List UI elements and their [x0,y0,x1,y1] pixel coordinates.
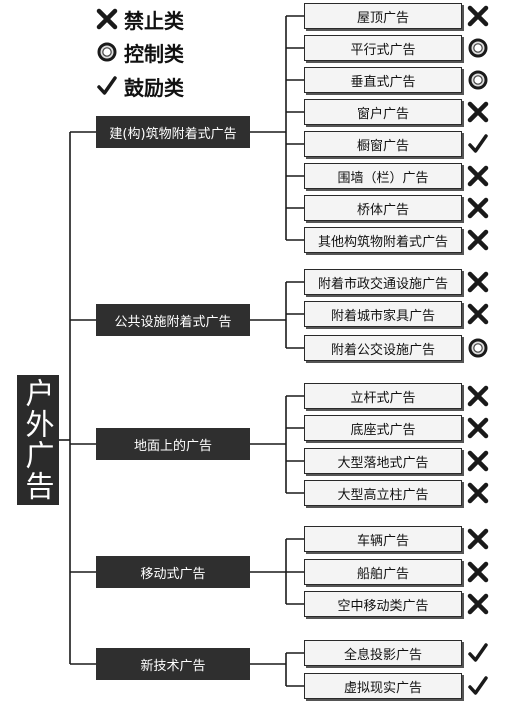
controlled-icon-wrap [92,41,122,63]
forbidden-icon [467,101,489,123]
leaf-node: 平行式广告 [304,35,462,61]
legend-label: 禁止类 [124,8,184,33]
forbidden-icon [467,450,489,472]
legend-item: 禁止类 [92,5,184,33]
status-indicator [466,416,490,440]
legend-item: 鼓励类 [92,72,184,100]
status-indicator [466,527,490,551]
forbidden-icon [467,593,489,615]
leaf-node: 其他构筑物附着式广告 [304,227,462,253]
encouraged-icon [468,134,488,153]
encouraged-icon [97,76,117,95]
leaf-node: 附着城市家具广告 [304,301,462,327]
forbidden-icon [467,165,489,187]
forbidden-icon [467,561,489,583]
forbidden-icon [467,303,489,325]
legend-label: 鼓励类 [124,75,184,100]
status-indicator [466,302,490,326]
status-indicator [466,196,490,220]
status-indicator [466,270,490,294]
leaf-node: 窗户广告 [304,99,462,125]
forbidden-icon-wrap [92,8,122,30]
category-node: 移动式广告 [96,556,250,588]
forbidden-icon [467,482,489,504]
status-indicator [466,228,490,252]
leaf-node: 屋顶广告 [304,3,462,29]
leaf-node: 大型落地式广告 [304,448,462,474]
leaf-node: 立杆式广告 [304,383,462,409]
status-indicator [466,164,490,188]
encouraged-icon-wrap [92,75,122,97]
leaf-node: 桥体广告 [304,195,462,221]
controlled-icon [468,38,488,58]
status-indicator [466,560,490,584]
controlled-icon [468,338,488,358]
status-indicator [466,336,490,360]
root-node: 户外广告 [17,375,59,505]
category-node: 公共设施附着式广告 [96,304,250,336]
legend-item: 控制类 [92,38,184,66]
status-indicator [466,481,490,505]
leaf-node: 底座式广告 [304,415,462,441]
status-indicator [466,100,490,124]
encouraged-icon [468,643,488,662]
leaf-node: 附着公交设施广告 [304,335,462,361]
leaf-node: 围墙（栏）广告 [304,163,462,189]
leaf-node: 全息投影广告 [304,640,462,666]
status-indicator [466,674,490,698]
status-indicator [466,36,490,60]
status-indicator [466,641,490,665]
category-node: 新技术广告 [96,648,250,680]
forbidden-icon [467,197,489,219]
legend-label: 控制类 [124,41,184,66]
leaf-node: 空中移动类广告 [304,591,462,617]
leaf-node: 橱窗广告 [304,131,462,157]
status-indicator [466,68,490,92]
category-node: 建(构)筑物附着式广告 [96,116,250,148]
forbidden-icon [467,229,489,251]
leaf-node: 船舶广告 [304,559,462,585]
forbidden-icon [467,5,489,27]
category-node: 地面上的广告 [96,428,250,460]
controlled-icon [468,70,488,90]
controlled-icon [97,42,117,62]
leaf-node: 附着市政交通设施广告 [304,269,462,295]
status-indicator [466,132,490,156]
status-indicator [466,384,490,408]
forbidden-icon [467,385,489,407]
status-indicator [466,4,490,28]
leaf-node: 车辆广告 [304,526,462,552]
forbidden-icon [467,417,489,439]
forbidden-icon [467,271,489,293]
forbidden-icon [96,8,118,30]
forbidden-icon [467,528,489,550]
encouraged-icon [468,676,488,695]
leaf-node: 垂直式广告 [304,67,462,93]
leaf-node: 大型高立柱广告 [304,480,462,506]
status-indicator [466,592,490,616]
status-indicator [466,449,490,473]
leaf-node: 虚拟现实广告 [304,673,462,699]
